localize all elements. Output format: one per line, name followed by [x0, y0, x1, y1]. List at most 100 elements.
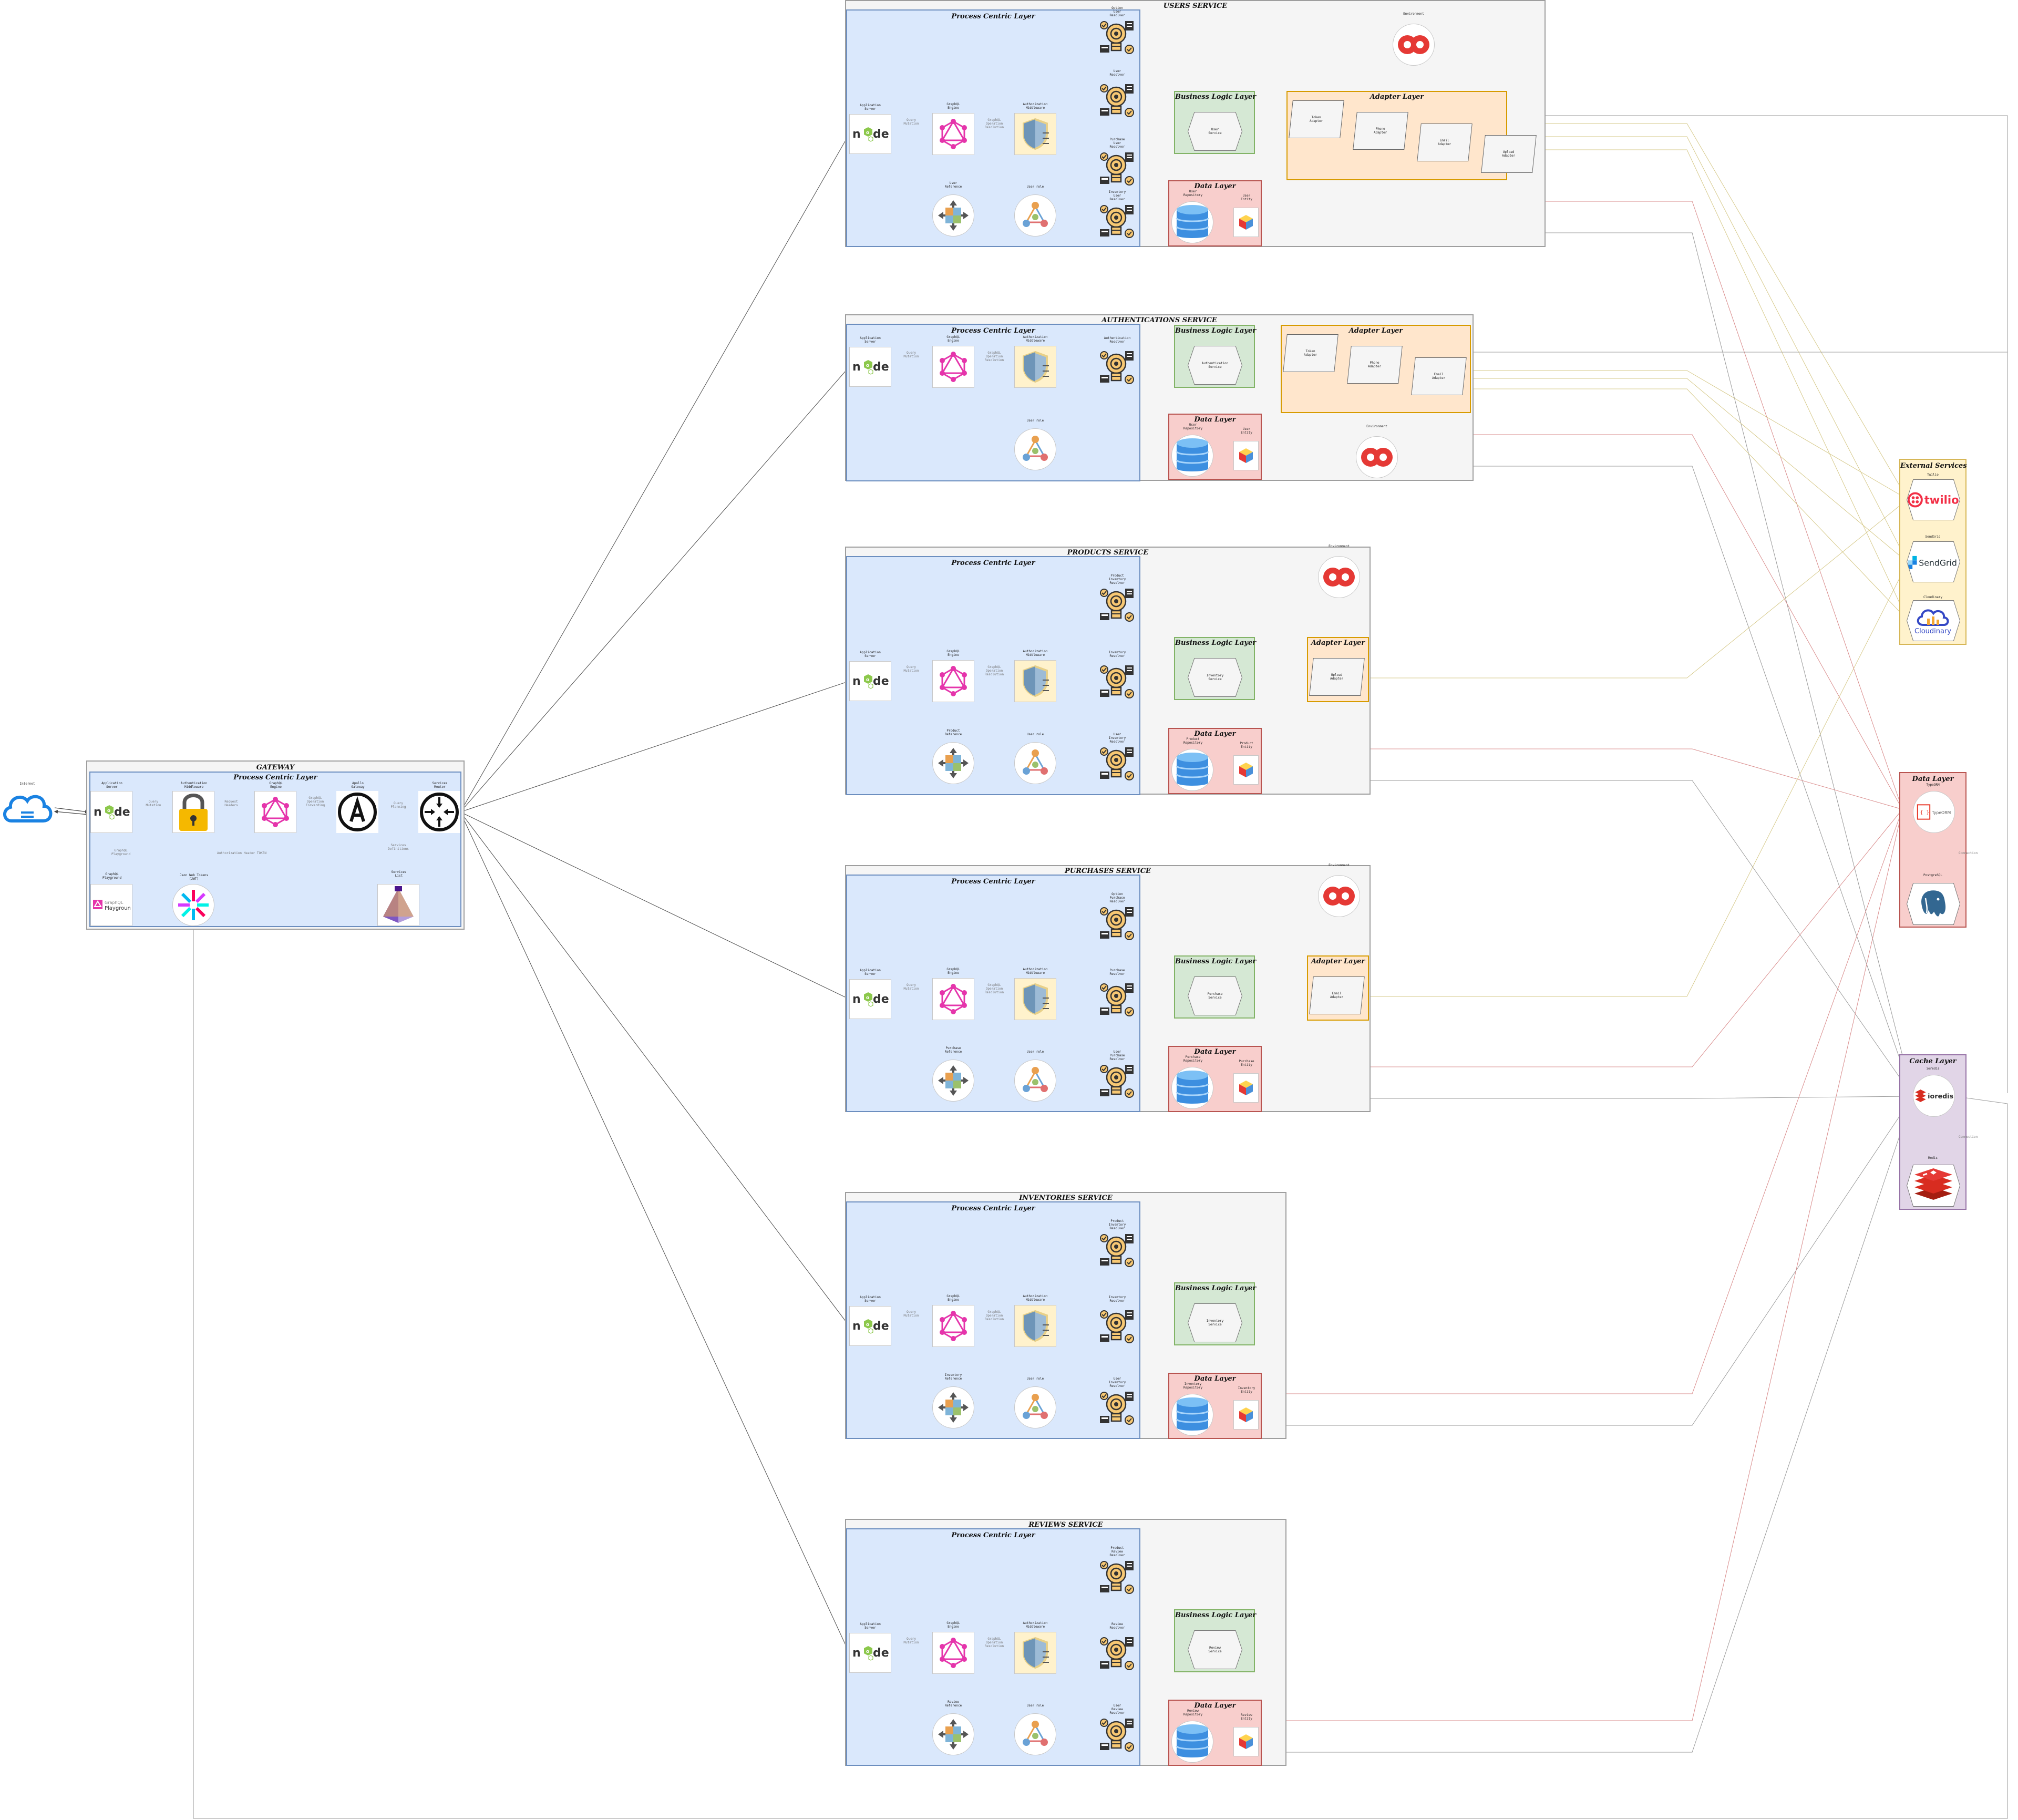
business-layer-title-3: Business Logic Layer	[1175, 958, 1257, 965]
svg-text:n: n	[852, 675, 861, 688]
process-layer-2: Process Centric Layer	[846, 556, 1140, 795]
environment-infinity-icon	[1398, 35, 1429, 54]
reference-label-0: User Reference	[944, 181, 962, 189]
process-layer-1: Process Centric Layer	[846, 324, 1140, 481]
authorization-label-2: Authorization Middleware	[1023, 650, 1048, 657]
user-role-label-3: User role	[1026, 1050, 1044, 1054]
shield-check-icon	[1023, 118, 1049, 150]
adapter-3-0: Email Adapter	[1309, 976, 1365, 1014]
user-role-icon	[1023, 1067, 1048, 1092]
resolver-label-2-2: User Inventory Resolver	[1108, 733, 1126, 744]
shield-check-icon	[1023, 351, 1049, 383]
entity-icon-5	[1233, 1727, 1259, 1756]
app-server-label-0: Application Server	[860, 104, 881, 111]
resolver-label-3-2: User Purchase Resolver	[1109, 1050, 1125, 1061]
cloudinary-node: Cloudinary	[1907, 601, 1960, 641]
gateway-edge-jwt-label: Authorization Header TOKEN	[217, 851, 266, 855]
resolver-lightbulb-icon	[1100, 1234, 1134, 1267]
repository-label-0: User Repository	[1183, 190, 1203, 197]
svg-text:o: o	[107, 808, 110, 814]
authorization-icon-2	[1014, 660, 1056, 702]
resolver-icon-5-2	[1096, 1716, 1138, 1753]
cloudinary-logo-icon: Cloudinary	[1914, 609, 1951, 635]
gateway-process-layer-title: Process Centric Layer	[233, 774, 317, 782]
lock-icon	[179, 794, 208, 831]
resolver-label-4-0: Product Inventory Resolver	[1108, 1219, 1126, 1230]
svg-text:Playground: Playground	[105, 906, 131, 911]
svg-text:{ }: { }	[1920, 810, 1930, 816]
entity-label-3: Purchase Entity	[1239, 1060, 1254, 1067]
repository-icon-2	[1171, 749, 1213, 791]
data-layer-title-3: Data Layer	[1194, 1048, 1236, 1056]
global-data-layer-title: Data Layer	[1912, 775, 1954, 783]
svg-text:o: o	[866, 363, 869, 368]
adapter-layer-title-1: Adapter Layer	[1348, 327, 1403, 335]
adapter-label-0-0: Token Adapter	[1310, 116, 1323, 123]
resolver-label-5-0: Product Review Resolver	[1109, 1546, 1125, 1557]
adapter-label-1-0: Token Adapter	[1304, 349, 1317, 357]
sendgrid-label: SendGrid	[1925, 535, 1941, 539]
environment-icon-2	[1318, 556, 1360, 598]
adapter-ext-link-0	[1507, 123, 1908, 500]
user-role-label-4: User role	[1026, 1377, 1044, 1381]
user-role-icon	[1023, 436, 1048, 461]
resolver-lightbulb-icon	[1100, 84, 1134, 117]
entity-cube-icon	[1239, 763, 1253, 777]
process-layer-0: Process Centric Layer	[846, 9, 1140, 247]
graphql-logo-icon	[940, 1311, 967, 1341]
adapter-label-1-1: Phone Adapter	[1368, 361, 1382, 368]
app-server-label-1: Application Server	[860, 336, 881, 344]
user-role-icon-5	[1014, 1713, 1056, 1755]
authorization-label-4: Authorization Middleware	[1023, 1294, 1048, 1302]
resolver-label-0-0: Option User Resolver	[1109, 6, 1125, 17]
database-icon	[1176, 1071, 1209, 1104]
graphql-engine-icon-4	[932, 1305, 974, 1347]
gateway-router-icon	[418, 791, 460, 833]
database-icon	[1176, 1397, 1209, 1431]
reference-arrows-icon	[938, 748, 969, 778]
resolver-lightbulb-icon	[1100, 1561, 1134, 1594]
process-layer-title-2: Process Centric Layer	[951, 559, 1035, 567]
edge-ops-label-3: GraphQL Operation Resolution	[984, 983, 1004, 994]
router-to-service-3	[460, 811, 850, 1000]
repository-label-1: User Repository	[1183, 423, 1203, 430]
svg-text:de: de	[873, 1320, 889, 1333]
service-title-4: INVENTORIES SERVICE	[1019, 1194, 1113, 1202]
gateway-edge-router-label: Query Planning	[390, 801, 406, 809]
postgresql-node	[1907, 883, 1960, 924]
twilio-logo-icon: twilio	[1907, 492, 1959, 508]
edge-ops-label-1: GraphQL Operation Resolution	[984, 351, 1004, 362]
resolver-icon-4-0	[1096, 1232, 1138, 1269]
svg-text:de: de	[114, 806, 130, 819]
user-role-label-1: User role	[1026, 419, 1044, 423]
graphql-logo-icon	[940, 1638, 967, 1668]
authorization-icon-0	[1014, 113, 1056, 155]
resolver-icon-5-1	[1096, 1635, 1138, 1672]
postgresql-elephant-icon	[1920, 889, 1947, 918]
apollo-logo-icon	[338, 793, 377, 831]
process-layer-title-3: Process Centric Layer	[951, 878, 1035, 886]
business-layer-title-0: Business Logic Layer	[1175, 93, 1257, 101]
resolver-lightbulb-icon	[1100, 1392, 1134, 1425]
resolver-icon-0-3	[1096, 203, 1138, 240]
svg-text:de: de	[873, 361, 889, 374]
environment-label-1: Environment	[1366, 425, 1387, 428]
resolver-lightbulb-icon	[1100, 589, 1134, 622]
process-layer-title-5: Process Centric Layer	[951, 1531, 1035, 1539]
svg-text:de: de	[873, 675, 889, 688]
gateway-playground-label: GraphQL Playground	[102, 872, 122, 880]
graphql-engine-icon-1	[932, 346, 974, 388]
resolver-label-1-0: Authentication Resolver	[1104, 336, 1131, 344]
adapter-1-0: Token Adapter	[1283, 334, 1339, 372]
resolver-label-4-1: Inventory Resolver	[1108, 1295, 1126, 1303]
entity-icon-4	[1233, 1400, 1259, 1430]
resolver-icon-4-1	[1096, 1308, 1138, 1345]
svg-text:TypeORM: TypeORM	[1931, 810, 1951, 815]
graphql-engine-icon-2	[932, 660, 974, 702]
shield-check-icon	[1023, 1637, 1049, 1669]
graphql-engine-icon-0	[932, 113, 974, 155]
